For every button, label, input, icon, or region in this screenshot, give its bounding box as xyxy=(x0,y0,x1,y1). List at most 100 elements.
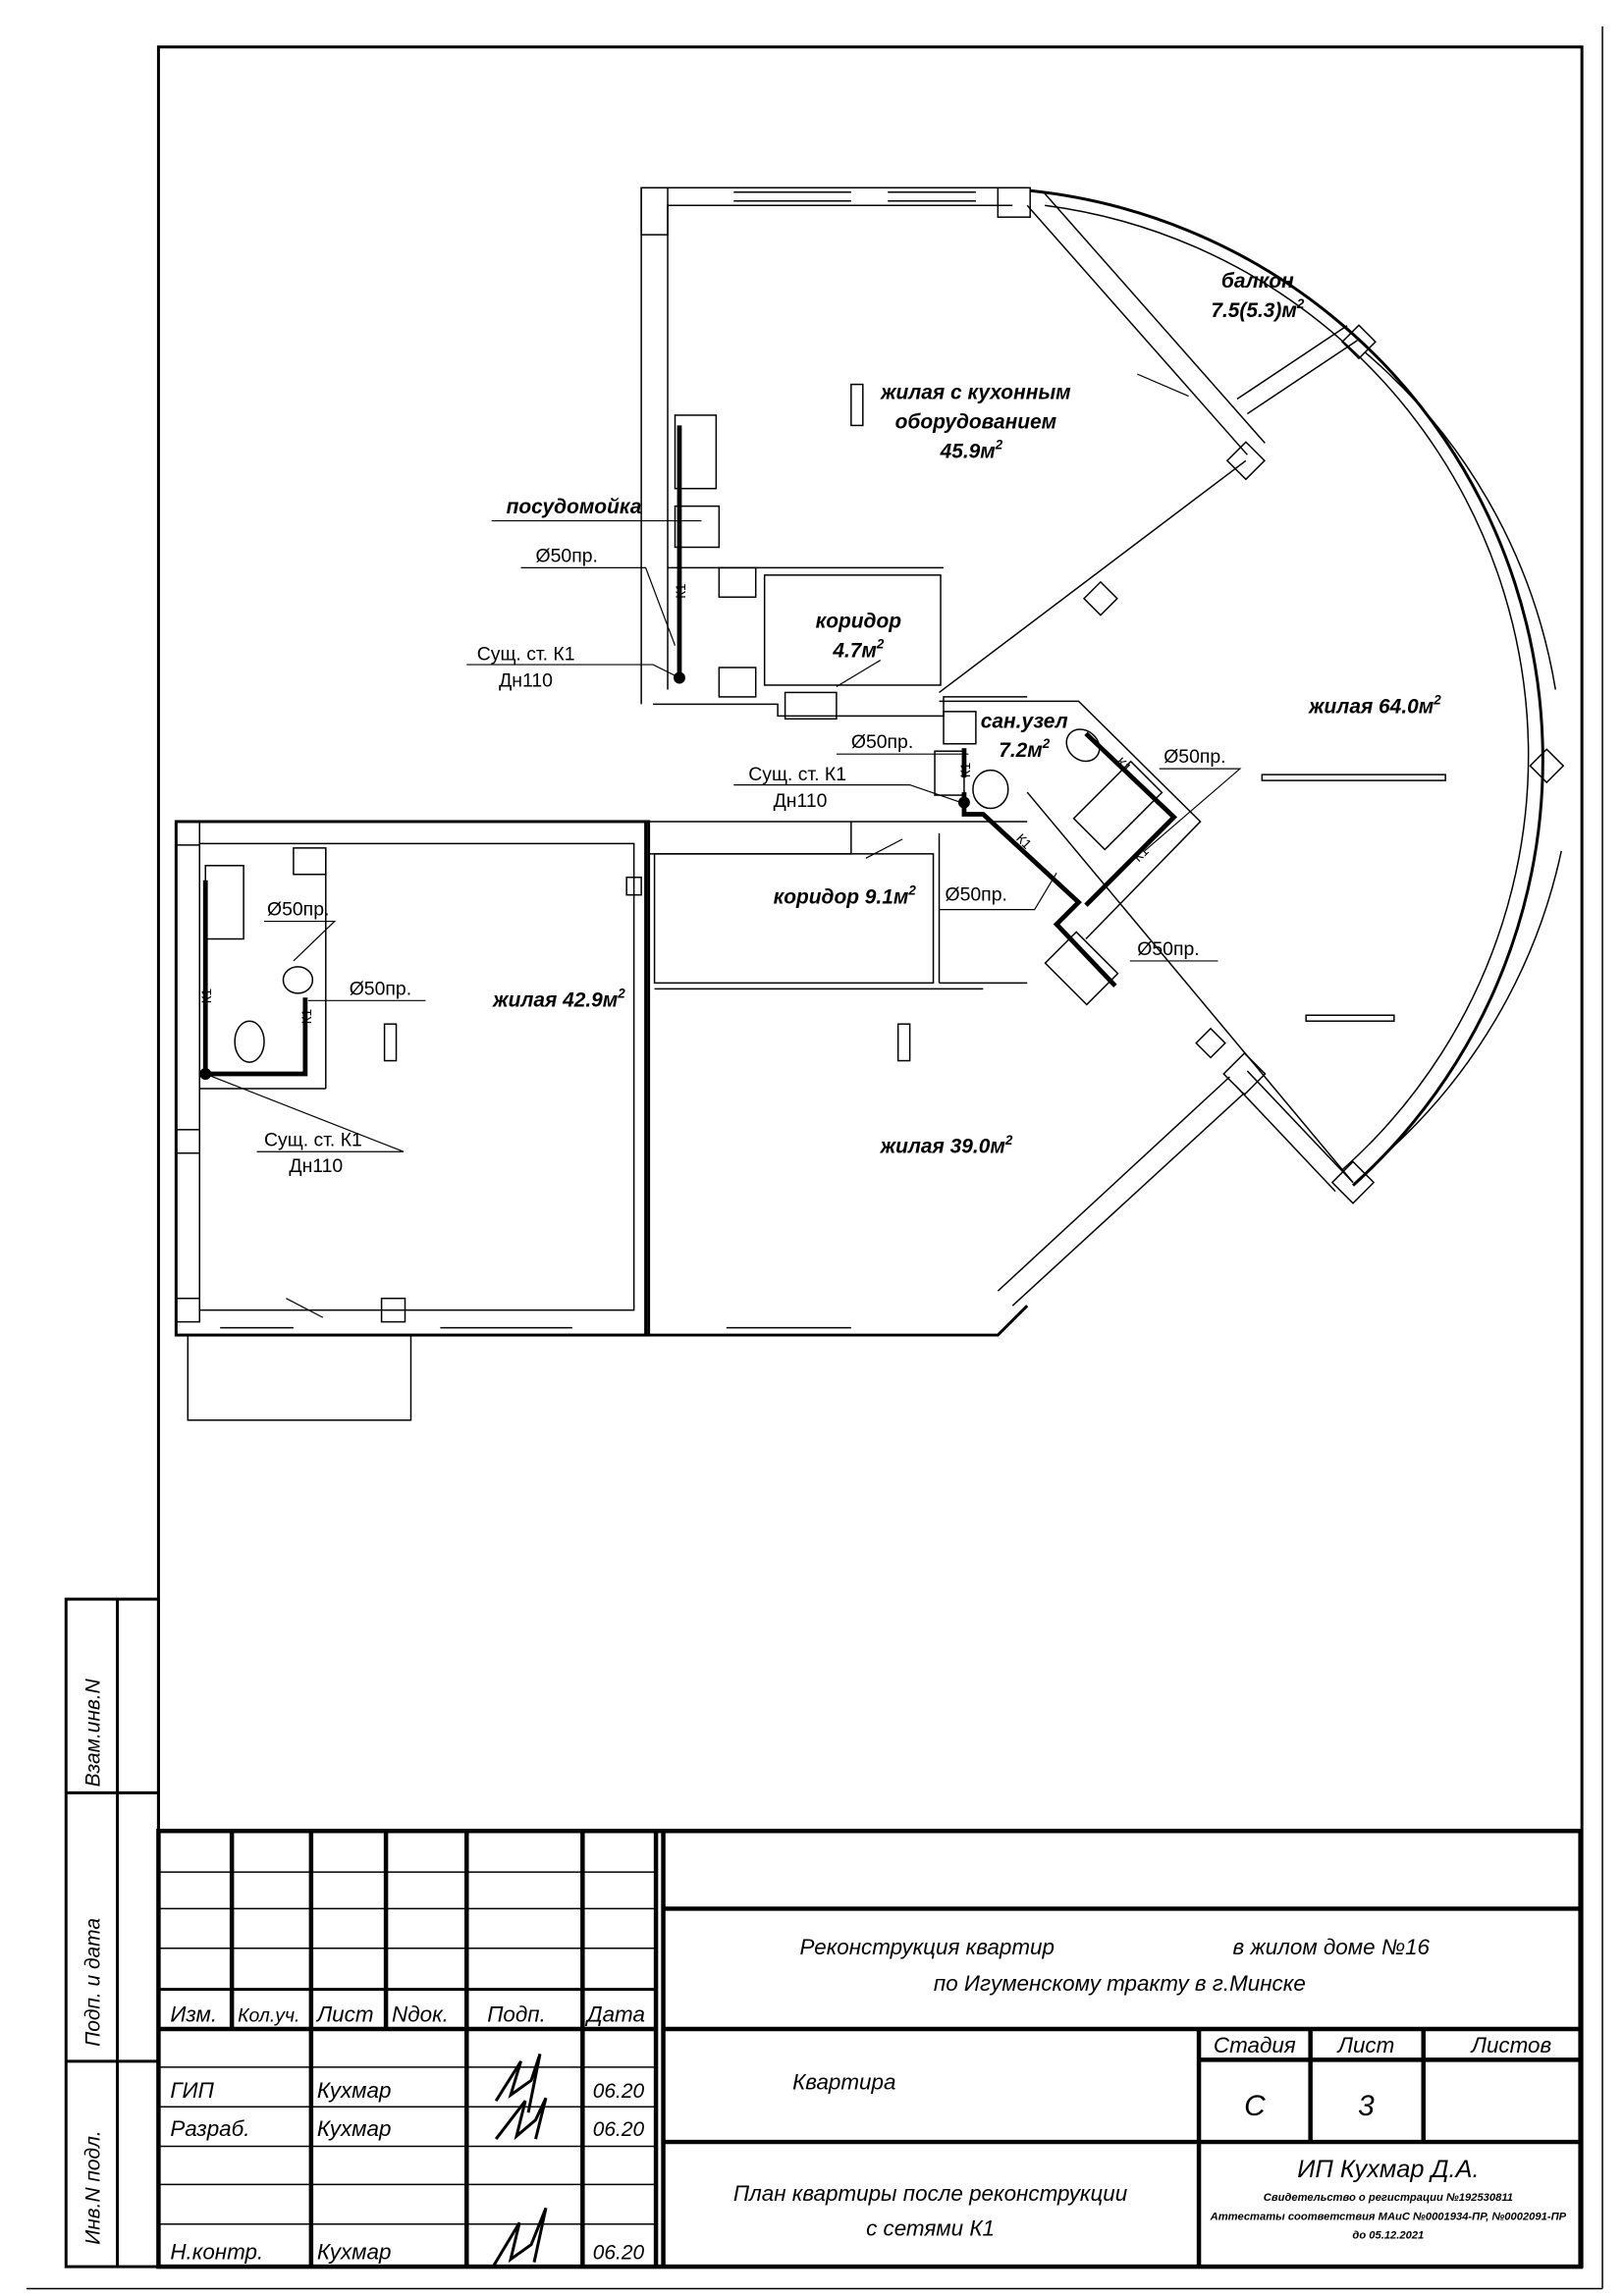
header-ndok: Nдок. xyxy=(392,2002,449,2027)
wall-diagonal xyxy=(1246,1070,1354,1184)
room-area: 7.2м2 xyxy=(999,736,1051,762)
wall-diagonal xyxy=(1026,791,1354,1184)
dishwasher-label: посудомойка xyxy=(507,496,642,518)
date-norm-control: 06.20 xyxy=(593,2242,645,2265)
company-certificates: Аттестаты соответствия МАиС №0001934-ПР,… xyxy=(1210,2211,1567,2222)
pipe-tag: К1 xyxy=(1130,843,1151,864)
riser-label: Сущ. ст. К1 xyxy=(477,644,575,666)
sheet-label: Лист xyxy=(1336,2033,1395,2057)
company-name: ИП Кухмар Д.А. xyxy=(1297,2156,1479,2183)
role-gip: ГИП xyxy=(170,2078,214,2103)
company-registration: Свидетельство о регистрации №192530811 xyxy=(1264,2192,1513,2204)
room-area-value: 7.5(5.3)м xyxy=(1211,299,1297,322)
leader-pipe50 xyxy=(264,920,337,962)
name-developer: Кухмар xyxy=(317,2116,392,2141)
pipe-k1-bath-branch xyxy=(1084,731,1178,907)
pipe-tag: К1 xyxy=(958,763,973,777)
wall-diagonal xyxy=(1234,1085,1336,1193)
floor-plan xyxy=(174,187,1565,1421)
leader-riser xyxy=(733,783,962,804)
room-area-value: 4.7м xyxy=(832,640,877,663)
room-column xyxy=(383,1023,398,1062)
pipe-tag: К1 xyxy=(674,583,688,598)
project-title-line1b: в жилом доме №16 xyxy=(1232,1935,1430,1959)
wall-lower-middle xyxy=(648,1305,1029,1337)
grid-rows xyxy=(158,1871,657,2225)
column xyxy=(997,187,1031,218)
replace-inv-label: Взам.инв.N xyxy=(82,1678,105,1787)
side-stamp: Взам.инв.N Подп. и дата Инв.N подл. xyxy=(64,1597,160,2269)
leader-riser xyxy=(205,1073,405,1152)
column xyxy=(1305,1014,1395,1022)
wall-balcony xyxy=(1246,340,1358,415)
room-area: 45.9м2 xyxy=(940,437,1003,462)
room-area-sup: 2 xyxy=(1433,692,1441,707)
object-name: Квартира xyxy=(792,2069,895,2094)
project-title-line1: Реконструкция квартир xyxy=(800,1935,1055,1959)
toilet xyxy=(972,769,1009,810)
room-area-sup: 2 xyxy=(1296,296,1305,311)
signature xyxy=(494,2097,548,2141)
pipe-tag: К1 xyxy=(1113,755,1134,775)
company-cert-valid: до 05.12.2021 xyxy=(1352,2230,1424,2242)
role-norm-control: Н.контр. xyxy=(170,2240,263,2265)
pipe-k1-bath xyxy=(961,792,1117,988)
kitchen-sink xyxy=(1044,931,1119,1006)
sheet-value: 3 xyxy=(1358,2090,1375,2122)
room-area-value: коридор 9.1м xyxy=(774,886,909,909)
header-izm: Изм. xyxy=(170,2002,217,2027)
stage-value: С xyxy=(1244,2090,1266,2122)
wall-balcony xyxy=(1236,325,1348,400)
curved-wall-outer xyxy=(1030,188,1544,1187)
curved-window xyxy=(1364,351,1556,690)
pipe-tag: К1 xyxy=(299,1009,314,1024)
leader-pipe50 xyxy=(1144,768,1242,852)
column xyxy=(625,877,642,896)
room-label: жилая 64.0м2 xyxy=(1308,692,1441,718)
room-area-sup: 2 xyxy=(995,437,1003,452)
room-label: коридор xyxy=(816,611,902,633)
title-block-frame xyxy=(156,1828,1583,2269)
leader-area xyxy=(286,1298,324,1318)
pipe-tag: К1 xyxy=(199,988,214,1003)
wall-bathroom xyxy=(939,700,1202,940)
room-area: 7.5(5.3)м2 xyxy=(1211,296,1305,322)
room-label: жилая 42.9м2 xyxy=(492,986,625,1011)
signature xyxy=(491,2207,548,2268)
wall-left-apartment-inner xyxy=(198,842,635,1311)
leader-area xyxy=(836,660,882,687)
room-label: балкон xyxy=(1221,270,1294,293)
riser-label: Сущ. ст. К1 xyxy=(264,1129,362,1150)
header-list: Лист xyxy=(315,2002,374,2027)
wall-diagonal xyxy=(1044,192,1266,444)
shaft xyxy=(718,667,757,698)
kitchen-column xyxy=(850,383,864,427)
room-column xyxy=(896,1023,911,1062)
corridor-91-room xyxy=(653,853,935,985)
room-area: 4.7м2 xyxy=(832,637,885,663)
washbasin xyxy=(282,966,314,994)
toilet xyxy=(234,1020,265,1063)
name-norm-control: Кухмар xyxy=(317,2240,392,2265)
sign-date-label: Подп. и дата xyxy=(82,1918,105,2047)
signature xyxy=(494,2053,542,2113)
leader-area xyxy=(1137,373,1189,398)
balcony-left xyxy=(187,1334,412,1421)
leader-area xyxy=(865,838,903,859)
shaft xyxy=(943,711,977,745)
bathtub xyxy=(1072,760,1163,851)
wall-corridor-small xyxy=(653,696,1028,718)
leader-pipe50 xyxy=(939,872,1057,911)
fridge xyxy=(674,505,721,549)
room-area-sup: 2 xyxy=(617,986,625,1000)
leader-riser xyxy=(466,664,680,679)
header-kol: Кол.уч. xyxy=(238,2005,299,2027)
riser-label: Сущ. ст. К1 xyxy=(748,764,846,785)
bathtub xyxy=(204,865,244,940)
column xyxy=(175,1297,201,1323)
column xyxy=(175,1129,201,1154)
drawing-name-line1: План квартиры после реконструкции xyxy=(733,2181,1128,2206)
column xyxy=(1261,774,1446,781)
wall-diagonal xyxy=(1026,204,1248,455)
